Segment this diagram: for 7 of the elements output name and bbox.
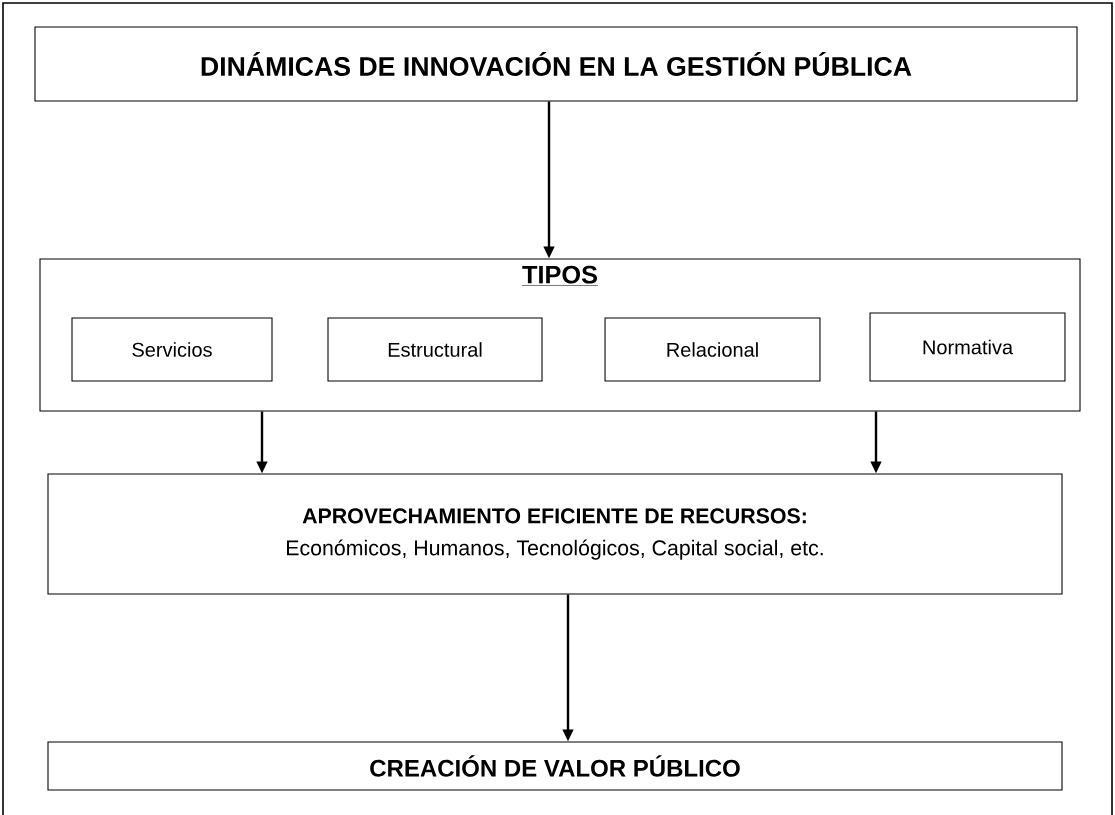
title-box: DINÁMICAS DE INNOVACIÓN EN LA GESTIÓN PÚBLICA xyxy=(34,26,1078,102)
type-box: Relacional xyxy=(604,317,821,382)
resource-box: APROVECHAMIENTO EFICIENTE DE RECURSOS: Económicos, Humanos, Tecnológicos, Capital social, etc. xyxy=(47,473,1063,595)
result-box: CREACIÓN DE VALOR PÚBLICO xyxy=(47,741,1063,791)
type-box: Servicios xyxy=(71,317,273,382)
type-box: Estructural xyxy=(327,317,543,382)
type-box: Normativa xyxy=(869,312,1066,382)
